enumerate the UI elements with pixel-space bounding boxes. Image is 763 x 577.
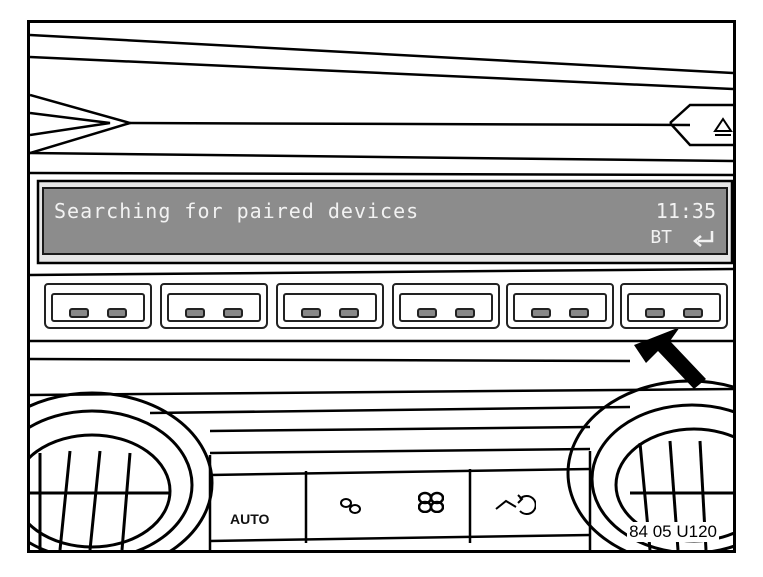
bluetooth-label: BT	[650, 227, 672, 248]
softkey-6[interactable]	[620, 283, 728, 329]
figure-reference: 84 05 U120	[627, 522, 719, 542]
illustration-frame: Searching for paired devices 11:35 BT AU…	[27, 20, 736, 553]
pointer-arrow	[634, 327, 706, 389]
left-air-vent	[30, 391, 214, 550]
fan-low-icon[interactable]	[340, 497, 362, 515]
status-message: Searching for paired devices	[54, 199, 420, 223]
back-arrow-icon	[693, 231, 714, 247]
auto-button[interactable]: AUTO	[230, 511, 270, 527]
radio-display: Searching for paired devices 11:35 BT	[42, 187, 728, 255]
softkey-5[interactable]	[506, 283, 614, 329]
fan-high-icon[interactable]	[418, 491, 444, 513]
clock: 11:35	[655, 199, 716, 223]
softkey-4[interactable]	[392, 283, 500, 329]
eject-icon	[713, 117, 733, 136]
softkey-2[interactable]	[160, 283, 268, 329]
softkey-3[interactable]	[276, 283, 384, 329]
softkey-1[interactable]	[44, 283, 152, 329]
recirculation-icon[interactable]	[492, 493, 536, 517]
